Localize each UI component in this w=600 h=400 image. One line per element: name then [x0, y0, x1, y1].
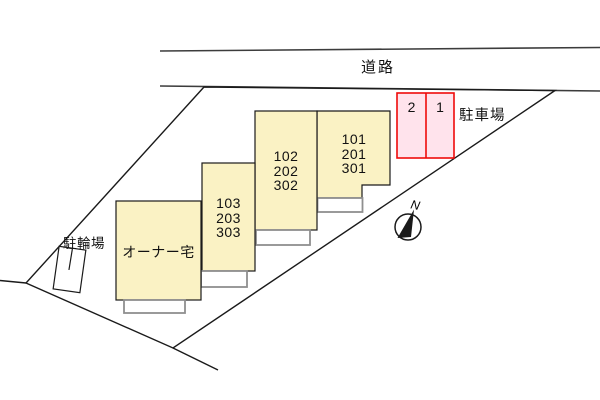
building-101-units-label: 101 201 301	[341, 131, 367, 176]
building-102-units-label: 102 202 302	[273, 148, 299, 193]
north-arrow-icon	[397, 209, 414, 238]
bicycle-parking-label: 駐輪場	[63, 236, 105, 251]
boundary-extension-bottom	[172, 347, 219, 371]
building-102-shape	[254, 110, 318, 231]
building-103-porch	[200, 270, 248, 288]
building-103-shape	[201, 162, 256, 272]
building-103-units-label: 103 203 303	[216, 195, 241, 240]
compass-north-label: N	[409, 198, 422, 214]
building-101-porch	[316, 197, 364, 213]
bicycle-parking-shape	[52, 245, 87, 294]
parking-lot-label: 駐車場	[459, 108, 506, 124]
compass-circle-icon	[394, 213, 422, 241]
road-label: 道路	[360, 59, 395, 76]
compass: N	[394, 198, 422, 241]
owner-house-label: オーナー宅	[122, 244, 195, 260]
owner-house-porch	[123, 299, 186, 314]
parking-space-2-label: 2	[407, 99, 416, 115]
building-102-porch	[255, 229, 311, 246]
boundary-extension-left	[0, 279, 27, 284]
road-edge-top	[159, 46, 600, 52]
parking-space-1-label: 1	[436, 99, 444, 115]
